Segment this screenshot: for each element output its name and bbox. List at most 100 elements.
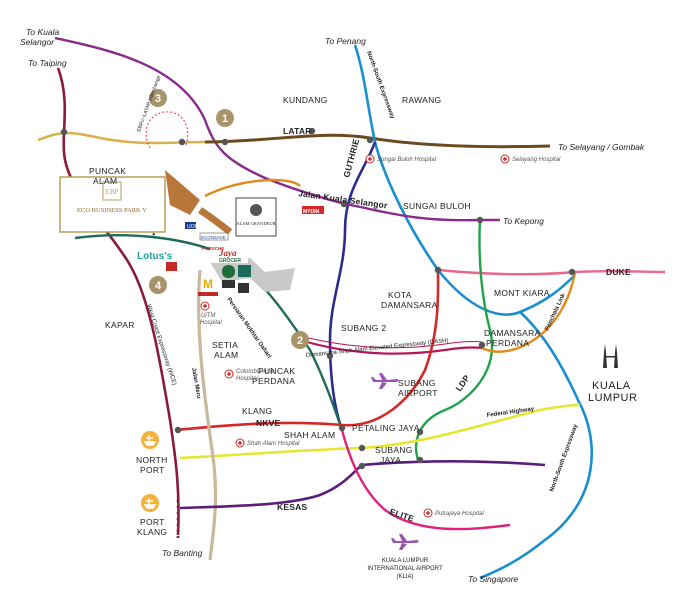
hospital-icon: [365, 154, 375, 164]
marker-1: 1: [216, 109, 234, 127]
junctions: [60, 127, 576, 470]
place-kota-damansara-2: DAMANSARA: [381, 300, 438, 310]
place-puncak-perdana-2: PERDANA: [252, 376, 295, 386]
brand-eco-business-park: ECO BUSINESS PARK V: [77, 207, 147, 214]
place-klia-3: (KLIA): [396, 574, 413, 580]
road-label-north-south-bottom: North-South Expressway: [549, 423, 579, 493]
marker-1-label: 1: [222, 113, 228, 125]
place-puncak-alam-2: ALAM: [93, 176, 117, 186]
road-north-south-top: [353, 44, 576, 316]
road-label-guthrie: GUTHRIE: [341, 138, 361, 179]
road-label-kesas: KESAS: [277, 502, 307, 512]
place-kuala-lumpur-2: LUMPUR: [588, 392, 637, 404]
place-damansara-perdana-2: PERDANA: [486, 338, 529, 348]
road-elite: [340, 429, 511, 531]
hospital-icon: [200, 301, 210, 311]
brand-jaya-2: GROCER: [219, 258, 241, 264]
place-klia-2: INTERNATIONAL AIRPORT: [367, 566, 443, 572]
brand-uob: UOB: [187, 224, 199, 230]
road-label-dash: Damansara-Shah Alam Elevated Expressway …: [306, 338, 449, 359]
dest-taiping: To Taiping: [28, 58, 67, 68]
marker-2: 2: [291, 331, 309, 349]
marker-4-label: 4: [155, 280, 162, 292]
svg-text:M: M: [203, 277, 213, 291]
place-puncak-alam-1: PUNCAK: [89, 166, 126, 176]
road-interchange: [145, 111, 189, 149]
road-label-ldp: LDP: [453, 373, 471, 393]
dest-banting: To Banting: [162, 548, 203, 558]
place-kuala-lumpur-1: KUALA: [592, 380, 631, 392]
road-kepong: [344, 202, 500, 222]
place-puncak-perdana-1: PUNCAK: [258, 366, 295, 376]
road-label-elite: ELITE: [388, 506, 415, 523]
place-sungai-buloh: SUNGAI BULOH: [403, 201, 471, 211]
place-petaling-jaya: PETALING JAYA: [352, 423, 420, 433]
place-subang-airport-2: AIRPORT: [398, 388, 438, 398]
road-label-nkve: NKVE: [256, 418, 281, 428]
road-latar-west: [37, 131, 206, 145]
brand-econsave: ECONSAVE: [201, 235, 226, 240]
svg-text:EBP: EBP: [106, 188, 119, 196]
brand-lotus: Lotus's: [137, 251, 173, 262]
dest-kuala-selangor-1: To Kuala: [26, 27, 60, 37]
hosp-putrajaya: Putrajaya Hospital: [435, 511, 484, 517]
eco-business-park-logo: EBP: [59, 176, 166, 233]
ship-icon: [141, 431, 159, 449]
brand-logos: M: [166, 222, 251, 296]
place-subang-jaya-1: SUBANG: [375, 445, 413, 455]
hospital-icons: [200, 154, 510, 518]
place-kapar: KAPAR: [105, 320, 135, 330]
hosp-uitm-1: UiTM: [201, 313, 215, 319]
marker-3-label: 3: [155, 93, 161, 105]
ship-icon: [141, 494, 159, 512]
brand-mydin: MYDIN: [303, 209, 320, 215]
road-north-south-bottom: [479, 311, 593, 580]
place-subang-2: SUBANG 2: [341, 323, 386, 333]
place-port-klang-1: PORT: [140, 517, 165, 527]
hosp-selayang: Selayang Hospital: [512, 157, 561, 163]
lotus-logo: [135, 248, 183, 262]
place-setia-alam-1: SETIA: [212, 340, 238, 350]
airplane-icon: [391, 534, 419, 550]
road-federal: [179, 403, 581, 460]
alam-grandeur-logo: [235, 197, 277, 237]
brand-porsche: PORSCHE: [202, 246, 224, 251]
road-duke: [437, 268, 666, 276]
place-klang: KLANG: [242, 406, 272, 416]
place-klia-1: KUALA LUMPUR: [382, 558, 429, 564]
place-north-port-2: PORT: [140, 465, 165, 475]
dest-singapore: To Singapore: [468, 574, 519, 584]
mydin-badge: [302, 206, 324, 214]
place-subang-airport-1: SUBANG: [398, 378, 436, 388]
dest-kuala-selangor-2: Selangor: [20, 37, 55, 47]
road-jalan-meru: [197, 269, 218, 561]
place-shah-alam: SHAH ALAM: [284, 430, 335, 440]
road-kesas: [179, 459, 546, 510]
road-latar: [204, 133, 551, 149]
airplane-icon: [371, 373, 399, 389]
hospital-icon: [224, 369, 234, 379]
brand-alam-grandeur: ALAM GRANDEUR: [236, 221, 275, 226]
hospital-icon: [423, 508, 433, 518]
place-kundang: KUNDANG: [283, 95, 328, 105]
hosp-colombia-asia-1: Colombia Asia: [236, 369, 275, 375]
road-jalan-kuala-selangor: [204, 178, 301, 198]
hosp-sungai-buloh: Sungai Buloh Hospital: [377, 157, 437, 163]
road-label-latar: LATAR: [283, 126, 312, 136]
road-dash-top: [299, 335, 483, 349]
marker-2-label: 2: [297, 335, 303, 347]
road-park: [165, 170, 200, 215]
hosp-colombia-asia-2: Hospital: [236, 376, 258, 382]
road-label-duke: DUKE: [606, 267, 631, 277]
brand-jaya-1: Jaya: [218, 248, 237, 258]
place-kota-damansara-1: KOTA: [388, 290, 412, 300]
road-wce: [56, 67, 180, 536]
dest-penang: To Penang: [325, 36, 366, 46]
place-north-port-1: NORTH: [136, 455, 168, 465]
place-damansara-perdana-1: DAMANSARA: [484, 328, 541, 338]
hosp-uitm-2: Hospital: [200, 320, 222, 326]
hospital-icon: [500, 154, 510, 164]
road-ldp: [414, 219, 493, 461]
